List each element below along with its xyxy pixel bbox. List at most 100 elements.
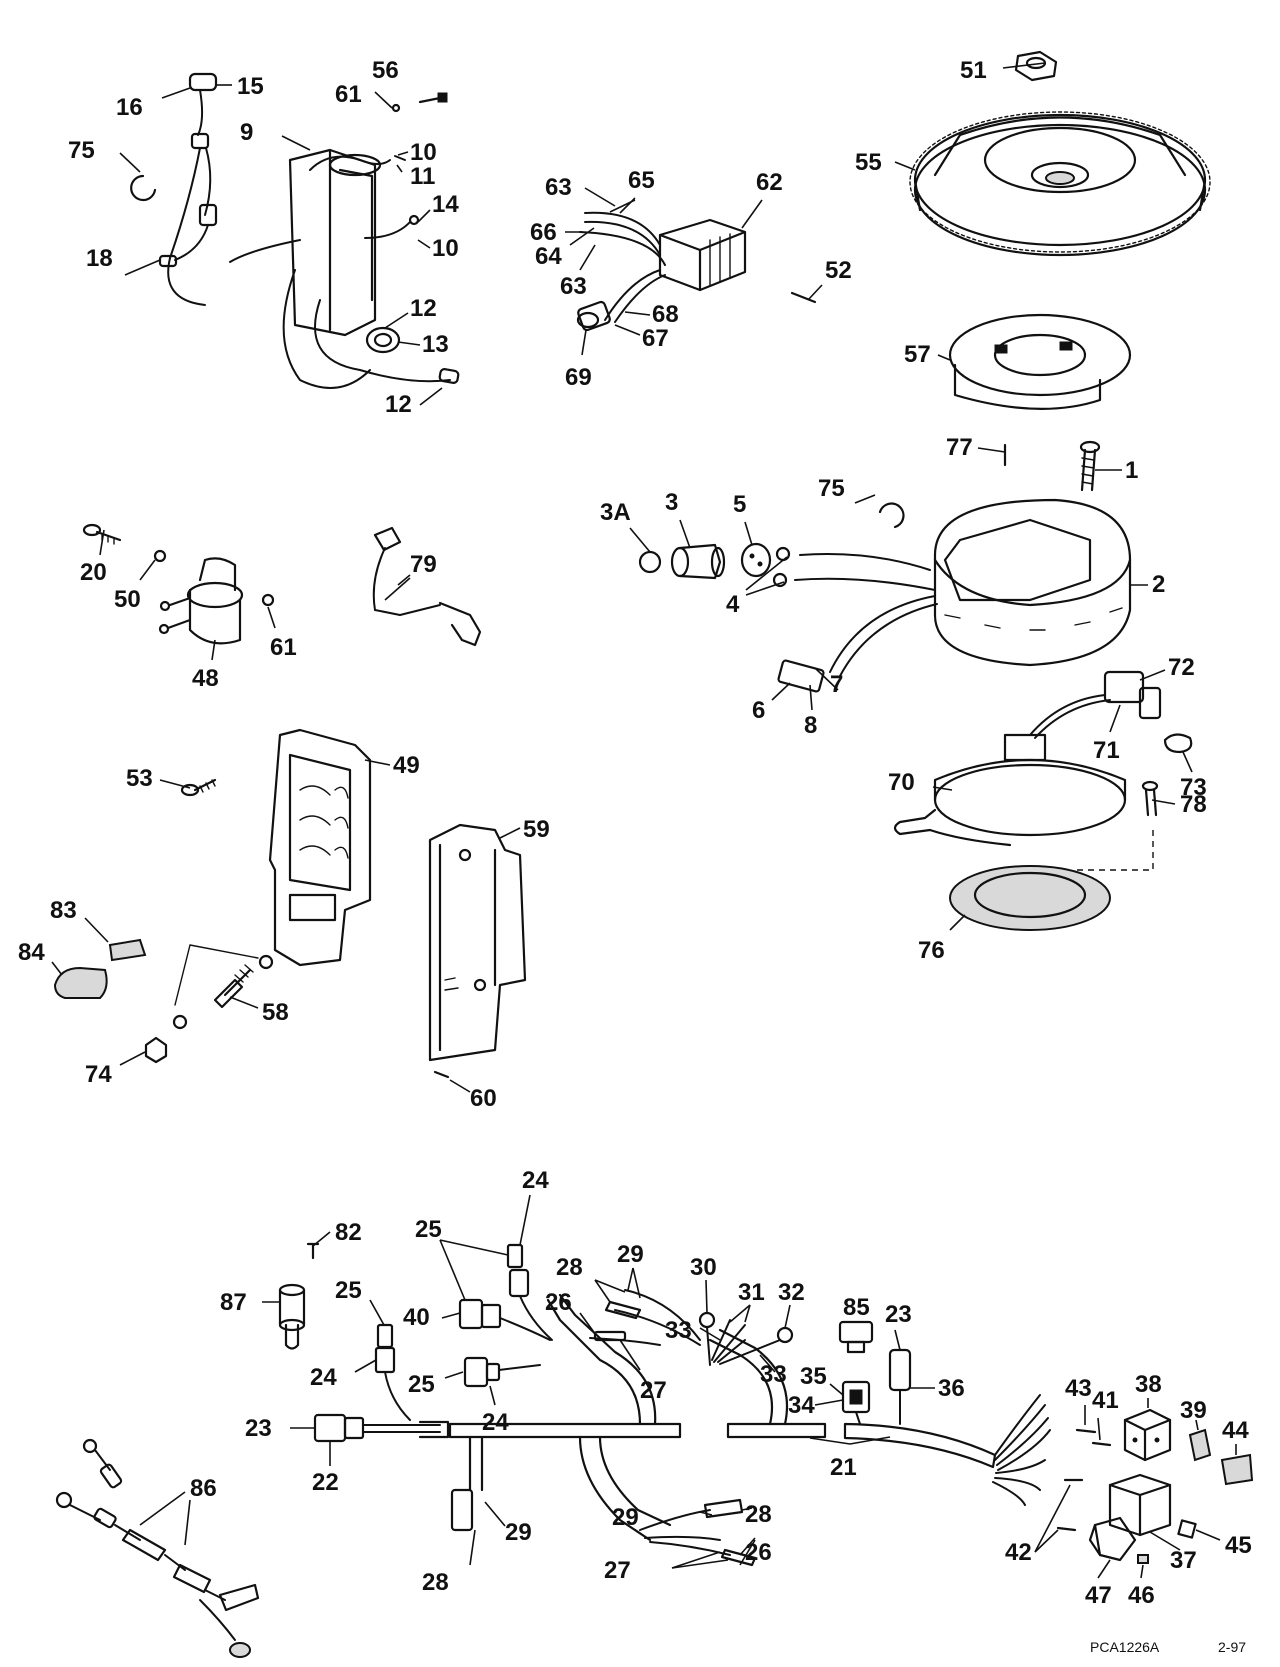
flywheel: [909, 111, 1211, 257]
callout-74: 74: [85, 1061, 112, 1088]
callout-28-bottom: 28: [422, 1569, 449, 1596]
bracket: [268, 728, 372, 967]
callout-24-top: 24: [522, 1167, 549, 1194]
callout-85: 85: [843, 1294, 870, 1321]
callout-29-bottom: 29: [505, 1519, 532, 1546]
callout-44: 44: [1222, 1417, 1249, 1444]
stator: [772, 498, 1132, 693]
callout-33-b: 33: [760, 1361, 787, 1388]
connector-22: [313, 1413, 450, 1443]
callout-46: 46: [1128, 1582, 1155, 1609]
callout-69: 69: [565, 364, 592, 391]
sensor-24-middle: [458, 1243, 553, 1388]
callout-63-top: 63: [545, 174, 572, 201]
sensor-coil: [893, 670, 1193, 847]
seal-39: [1188, 1428, 1212, 1462]
callout-55: 55: [855, 149, 882, 176]
callout-6: 6: [752, 697, 765, 724]
retaining-ring: [130, 174, 157, 202]
callout-29-mid: 29: [612, 1504, 639, 1531]
plate: [949, 865, 1111, 931]
screw-53: [180, 778, 217, 797]
callout-65: 65: [628, 167, 655, 194]
callout-12-bottom: 12: [385, 391, 412, 418]
callout-14: 14: [432, 191, 459, 218]
callout-11: 11: [410, 163, 435, 190]
bumper-84: [53, 966, 108, 999]
callout-73: 73: [1180, 774, 1207, 801]
callout-40: 40: [403, 1304, 430, 1331]
callout-38: 38: [1135, 1371, 1162, 1398]
terminals-top: [589, 1289, 794, 1366]
flywheel-nut: [1014, 50, 1058, 82]
cover: [428, 823, 527, 1062]
leader-58-washers: [174, 944, 259, 1006]
seal-45: [1177, 1519, 1197, 1539]
callout-36: 36: [938, 1375, 965, 1402]
callout-25-top: 25: [415, 1216, 442, 1243]
ignition-coil-48: [158, 557, 244, 645]
callout-29-top: 29: [617, 1241, 644, 1268]
connector-36: [888, 1348, 912, 1425]
callout-78: 78: [1180, 791, 1207, 818]
o-ring: [638, 550, 662, 574]
callout-86: 86: [190, 1475, 217, 1502]
terminal-41: [1091, 1441, 1112, 1447]
terminal-43: [1075, 1428, 1097, 1434]
callout-70: 70: [888, 769, 915, 796]
callout-23-right: 23: [885, 1301, 912, 1328]
callout-76: 76: [918, 937, 945, 964]
callout-48: 48: [192, 665, 219, 692]
callout-20: 20: [80, 559, 107, 586]
callout-68: 68: [652, 301, 679, 328]
callout-79: 79: [410, 551, 437, 578]
nut-74: [144, 1036, 168, 1064]
callout-27-top: 27: [640, 1377, 667, 1404]
callout-61-top: 61: [335, 81, 362, 108]
terminals-bottom: [639, 1498, 757, 1567]
retaining-ring-2: [878, 502, 905, 529]
callout-28-mid: 28: [745, 1501, 772, 1528]
callout-3: 3: [665, 489, 678, 516]
connector-plug: [670, 543, 726, 580]
cap-44: [1220, 1453, 1254, 1486]
callout-77: 77: [946, 434, 973, 461]
spark-plug-leads: [372, 526, 482, 647]
screw-56: [391, 92, 448, 113]
callout-12-top: 12: [410, 295, 437, 322]
ground-wires: [55, 1438, 260, 1658]
clip-83: [108, 938, 147, 962]
callout-4: 4: [726, 591, 740, 618]
callout-25-left: 25: [335, 1277, 362, 1304]
callout-26-bottom: 26: [745, 1539, 772, 1566]
callout-35: 35: [800, 1363, 827, 1390]
connector-47: [1088, 1516, 1137, 1562]
callout-32: 32: [778, 1279, 805, 1306]
callout-8: 8: [804, 712, 817, 739]
bolt-1: [1079, 440, 1101, 492]
callout-26-top: 26: [545, 1289, 572, 1316]
callout-10-top: 10: [410, 139, 437, 166]
washer-50: [153, 549, 167, 563]
callout-labels: 51 55 57 77 1 75 3A 3 5 4 2 6 7 8 72 71 …: [18, 57, 1252, 1655]
callout-31: 31: [738, 1279, 765, 1306]
callout-56: 56: [372, 57, 399, 84]
cap-85: [838, 1320, 874, 1354]
sleeve-87: [278, 1283, 306, 1350]
callout-58: 58: [262, 999, 289, 1026]
callout-52: 52: [825, 257, 852, 284]
revision-date: 2-97: [1218, 1639, 1246, 1655]
callout-64: 64: [535, 243, 562, 270]
callout-67: 67: [642, 325, 669, 352]
connector-34: [841, 1380, 871, 1425]
callout-13: 13: [422, 331, 449, 358]
callout-45: 45: [1225, 1532, 1252, 1559]
callout-21: 21: [830, 1454, 857, 1481]
callout-22: 22: [312, 1469, 339, 1496]
callout-59: 59: [523, 816, 550, 843]
callout-83: 83: [50, 897, 77, 924]
callout-57: 57: [904, 341, 931, 368]
callout-30: 30: [690, 1254, 717, 1281]
washer-61: [261, 593, 275, 607]
